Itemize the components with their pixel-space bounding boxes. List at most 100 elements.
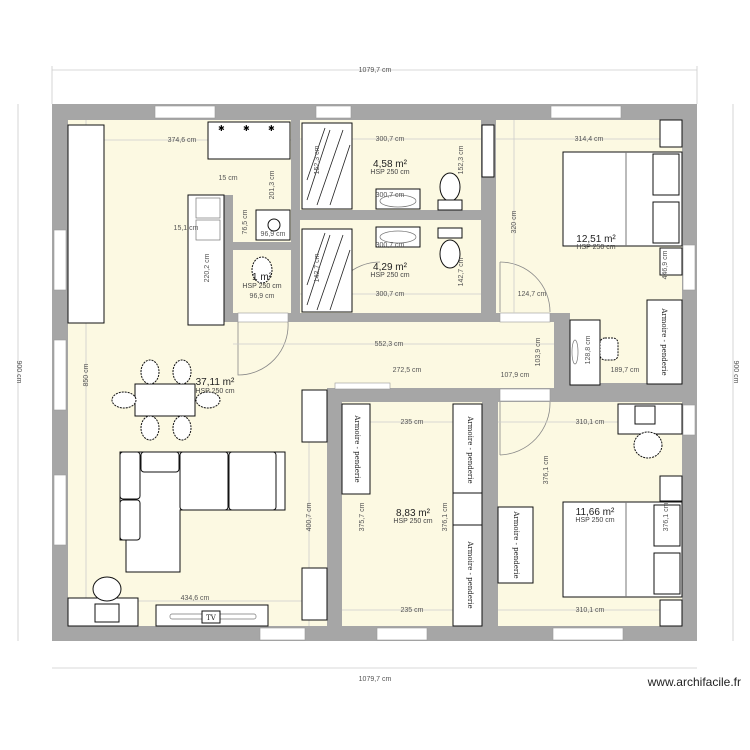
plan-shape [499, 312, 551, 323]
plan-shape [554, 313, 570, 390]
dimension-label: 310,1 cm [576, 607, 605, 614]
plan-shape [653, 552, 681, 595]
dimension-label: 128,8 cm [585, 335, 592, 364]
dimension-label: 400,7 cm [306, 502, 313, 531]
dimension-label: 189,7 cm [611, 367, 640, 374]
plan-shape [94, 603, 120, 623]
plan-shape [224, 313, 570, 322]
left-dimension: 900 cm [15, 361, 22, 384]
plan-shape [499, 261, 551, 313]
dimension-label: 300,7 cm [376, 192, 405, 199]
dimension-label: 142,7 cm [458, 257, 465, 286]
outer-dimension-lines [17, 66, 734, 669]
dimension-label: 103,9 cm [535, 337, 542, 366]
plan-shape [682, 244, 696, 291]
plan-shape [172, 415, 192, 441]
room-area-bath1: 4,58 m² [373, 159, 408, 170]
plan-shape [291, 120, 300, 322]
plan-shape [140, 451, 180, 473]
plan-shape [659, 599, 683, 627]
plan-shape [634, 405, 656, 425]
room-area-bedroom3: 11,66 m² [576, 507, 615, 518]
plan-shape [92, 576, 122, 602]
plan-shape [119, 499, 141, 541]
shower [301, 122, 353, 210]
plan-shape [154, 105, 216, 119]
wardrobe-label: Armoire - penderie [466, 415, 474, 483]
windows [53, 105, 696, 641]
plan-shape [228, 451, 277, 511]
plan-shape [571, 339, 579, 365]
bathroom-fixtures [251, 122, 495, 313]
dimension-label: 15,1 cm [174, 225, 199, 232]
room-area-living: 37,11 m² [196, 377, 235, 388]
plan-shape [334, 382, 391, 390]
dimension-label: 96,9 cm [250, 293, 275, 300]
plan-shape [195, 391, 221, 409]
room-hsp-bath1: HSP 250 cm [370, 169, 409, 176]
plan-shape [659, 247, 683, 276]
dimension-label: 96,9 cm [261, 231, 286, 238]
dimension-label: 300,7 cm [376, 242, 405, 249]
bedroom1-furniture: Armoire - penderie [562, 119, 683, 386]
plan-shape [652, 201, 680, 244]
kitchen-counter-left [67, 124, 105, 324]
room-area-bedroom2: 8,83 m² [396, 508, 431, 519]
dimension-label: 374,6 cm [168, 137, 197, 144]
plan-shape [140, 415, 160, 441]
room-hsp-bedroom2: HSP 250 cm [393, 518, 432, 525]
room-hsp-bedroom3: HSP 250 cm [575, 517, 614, 524]
bookshelf [301, 567, 328, 621]
room-hsp-living: HSP 250 cm [195, 388, 234, 395]
dimension-label: 76,5 cm [242, 209, 249, 234]
plan-shape [267, 218, 281, 232]
plan-shape [499, 388, 551, 402]
dimension-label: 375,7 cm [359, 502, 366, 531]
burner-icon: ✱ [243, 124, 250, 133]
plan-shape [552, 627, 624, 641]
wardrobe-label: Armoire - penderie [512, 510, 520, 578]
shower [301, 228, 353, 313]
plan-shape [195, 197, 221, 219]
dimension-label: 434,6 cm [181, 595, 210, 602]
plan-shape [140, 359, 160, 385]
dimension-label: 310,1 cm [576, 419, 605, 426]
wardrobe [341, 403, 371, 495]
bookshelf [301, 389, 328, 443]
dimension-label: 850 cm [83, 363, 90, 386]
plan-shape [53, 339, 67, 411]
dimension-label: 552,3 cm [375, 341, 404, 348]
plan-shape [437, 199, 463, 211]
room-area-bath2: 4,29 m² [373, 262, 408, 273]
top-dimension: 1079,7 cm [359, 67, 392, 74]
dimension-labels: 374,6 cm 15 cm 201,3 cm 76,5 cm 96,9 cm … [83, 136, 670, 614]
plan-shape [376, 627, 428, 641]
toilet [439, 172, 461, 202]
plan-shape [201, 610, 221, 624]
dimension-label: 201,3 cm [269, 170, 276, 199]
plan-shape [195, 219, 221, 241]
plan-shape [653, 504, 681, 547]
room-area-wc: 1 m² [252, 272, 273, 283]
plan-shape [437, 227, 463, 239]
plan-shape [379, 230, 417, 244]
plan-shape [554, 383, 682, 392]
plan-shape [599, 337, 619, 361]
wardrobe-label: Armoire - penderie [353, 414, 361, 482]
watermark: www.archifacile.fr [647, 675, 741, 689]
plan-shape [291, 210, 482, 220]
plan-shape [119, 451, 141, 500]
plan-shape [550, 105, 622, 119]
dimension-label: 320 cm [511, 210, 518, 233]
dimension-label: 220,2 cm [204, 253, 211, 282]
plan-shape [306, 127, 351, 206]
room-hsp-bedroom1: HSP 250 cm [576, 244, 615, 251]
dining-table [134, 383, 196, 417]
plan-shape [481, 124, 495, 178]
wc-toilet [251, 256, 273, 284]
plan-shape [379, 194, 417, 208]
dimension-label: 142,7 cm [314, 253, 321, 282]
plan-shape [237, 312, 289, 323]
